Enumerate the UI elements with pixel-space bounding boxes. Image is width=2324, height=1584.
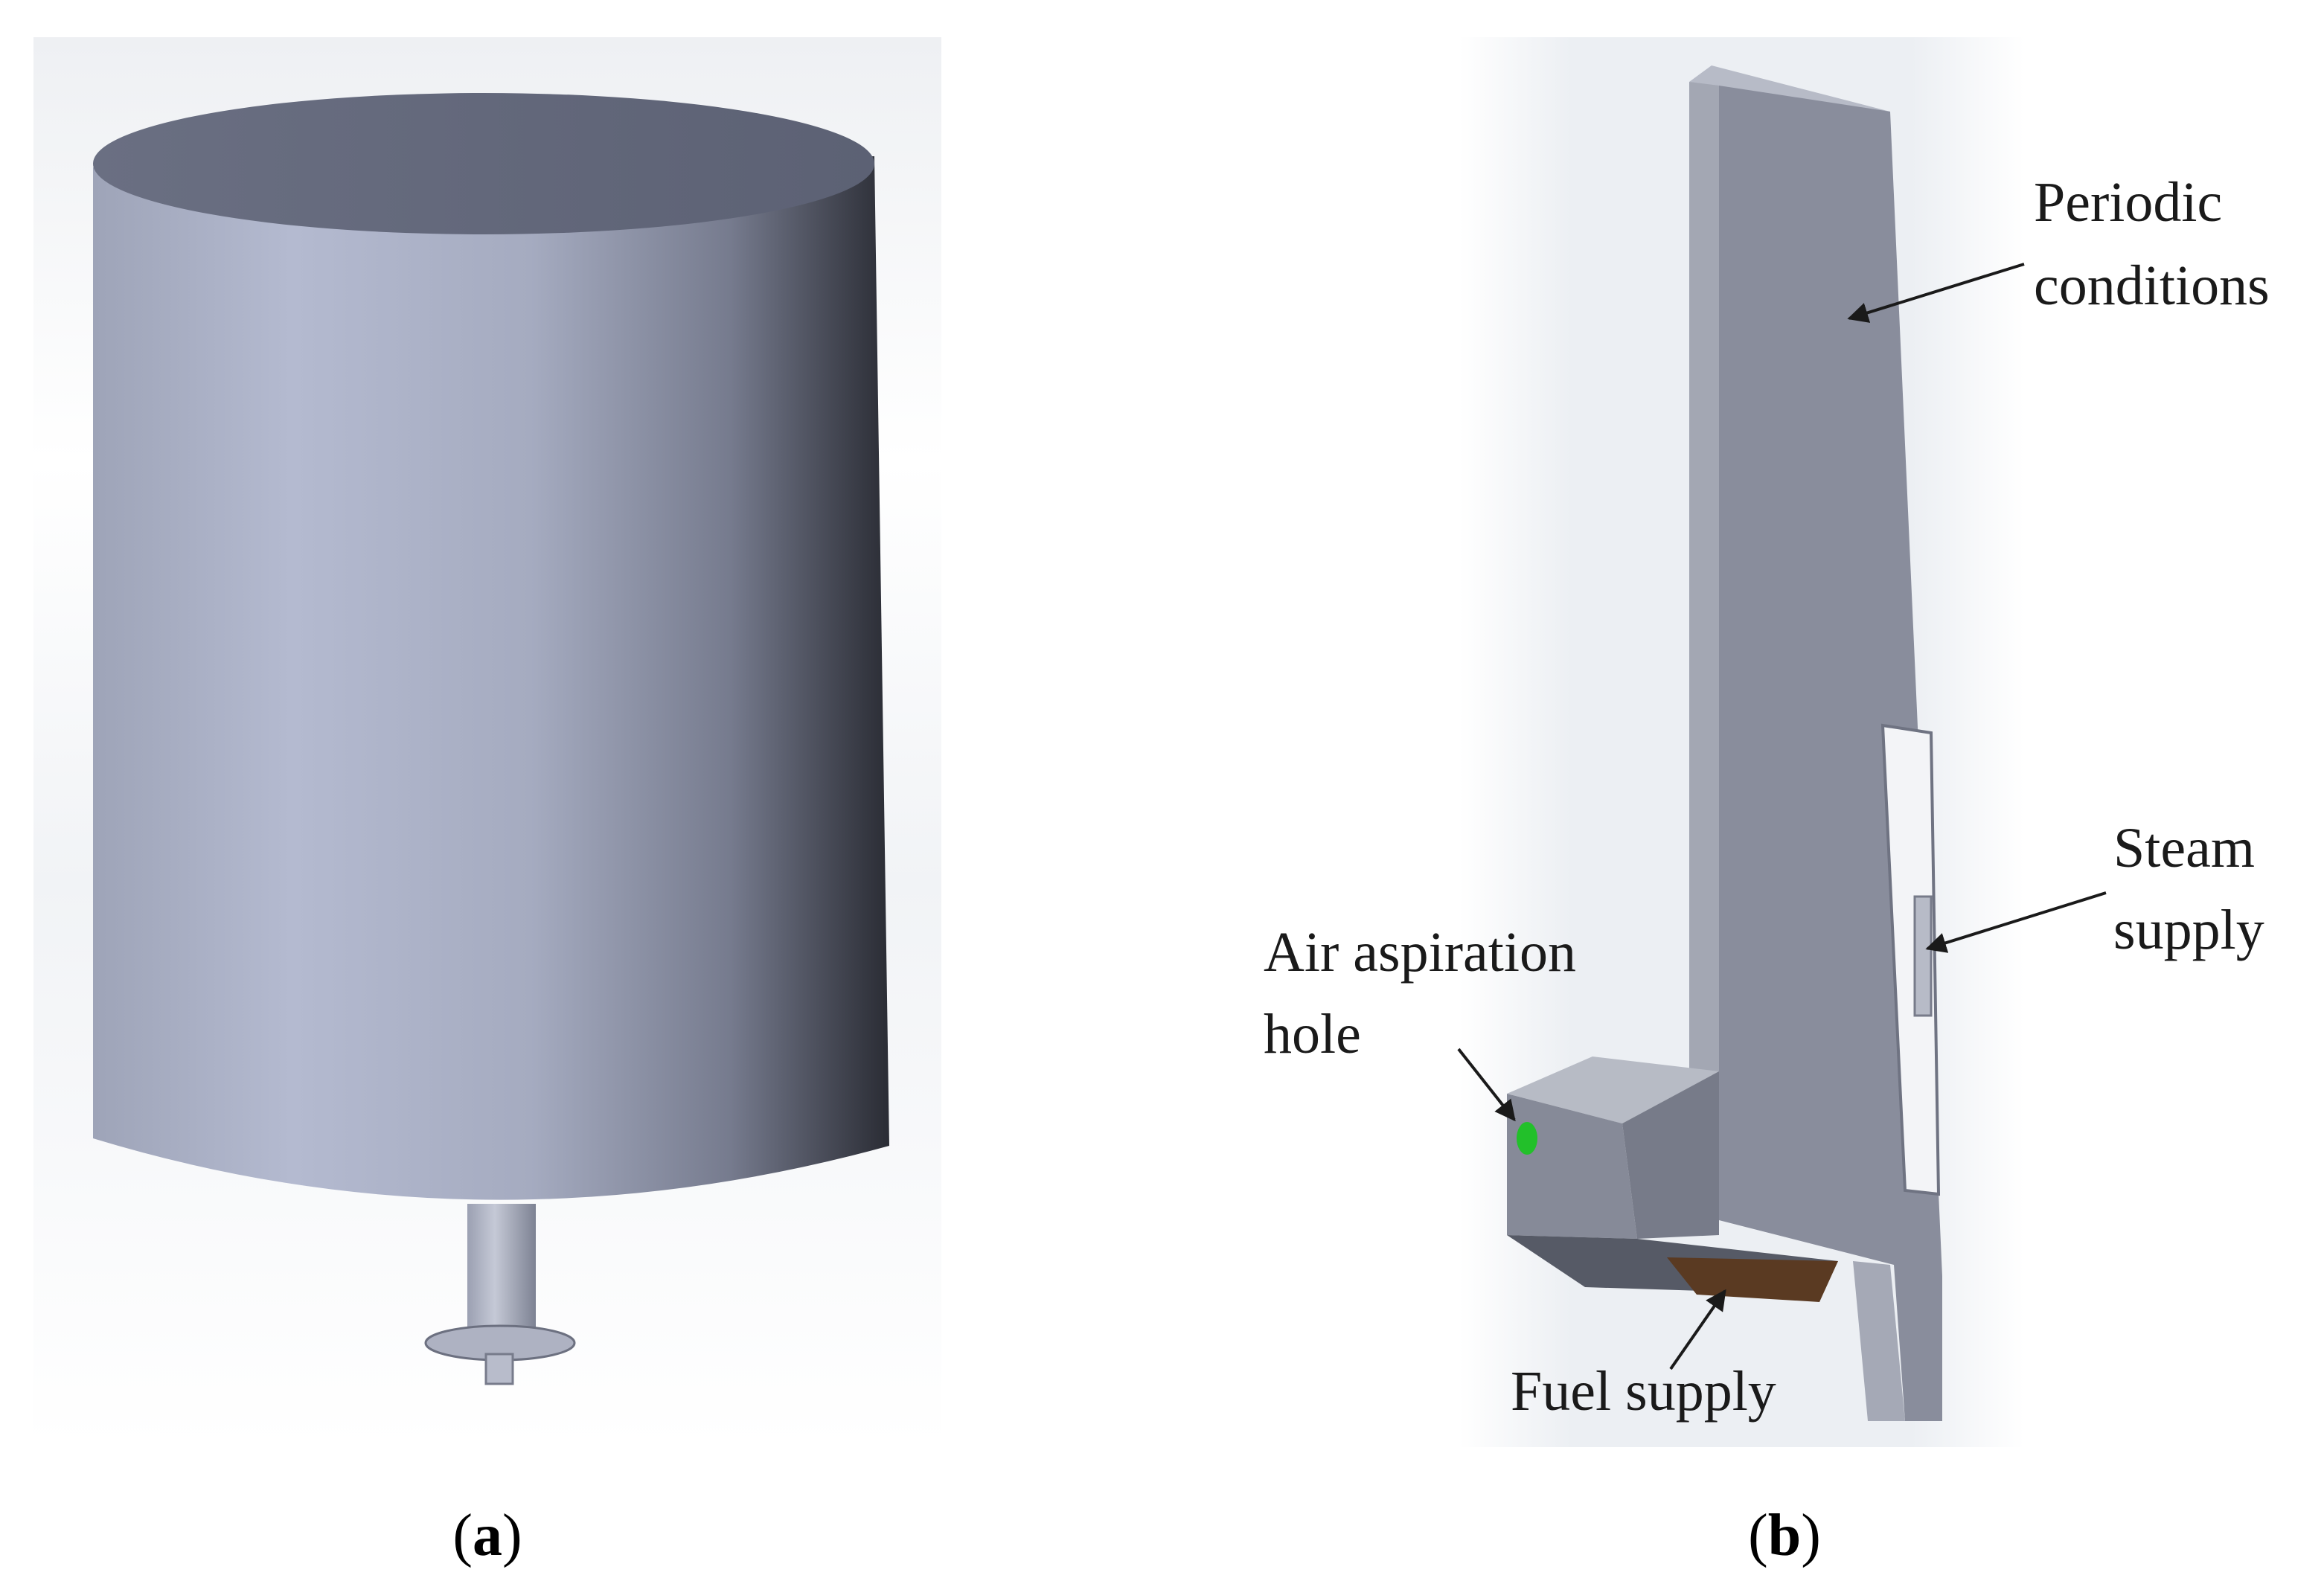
caption-a: (a) — [452, 1503, 522, 1568]
caption-b: (b) — [1748, 1503, 1821, 1568]
arrow-air-aspiration-hole — [1457, 1048, 1516, 1122]
outlet-pipe — [467, 1204, 536, 1345]
arrow-periodic-conditions — [1847, 263, 2025, 323]
label-fuel-supply: Fuel supply — [1511, 1360, 1776, 1423]
steam-recess — [1880, 723, 1941, 1196]
arrow-fuel-supply — [1669, 1289, 1726, 1370]
steam-inlet — [1913, 895, 1933, 1017]
cylinder-body — [93, 156, 889, 1200]
column-lower-skirt — [1853, 1261, 1905, 1421]
column-main-face — [1719, 86, 1942, 1421]
sector-model — [1507, 65, 1942, 1421]
cylinder-top-face — [93, 93, 874, 234]
base-top-face — [1507, 1056, 1719, 1123]
panel-a: (a) — [33, 37, 941, 1568]
base-right-face — [1622, 1071, 1719, 1239]
air-aspiration-hole-marker — [1517, 1122, 1537, 1155]
arrow-steam-supply — [1925, 891, 2107, 953]
column-left-face — [1689, 82, 1719, 1075]
outlet-nozzle — [484, 1353, 514, 1385]
base-front-face — [1507, 1094, 1637, 1239]
cylinder-vessel — [93, 93, 889, 1385]
